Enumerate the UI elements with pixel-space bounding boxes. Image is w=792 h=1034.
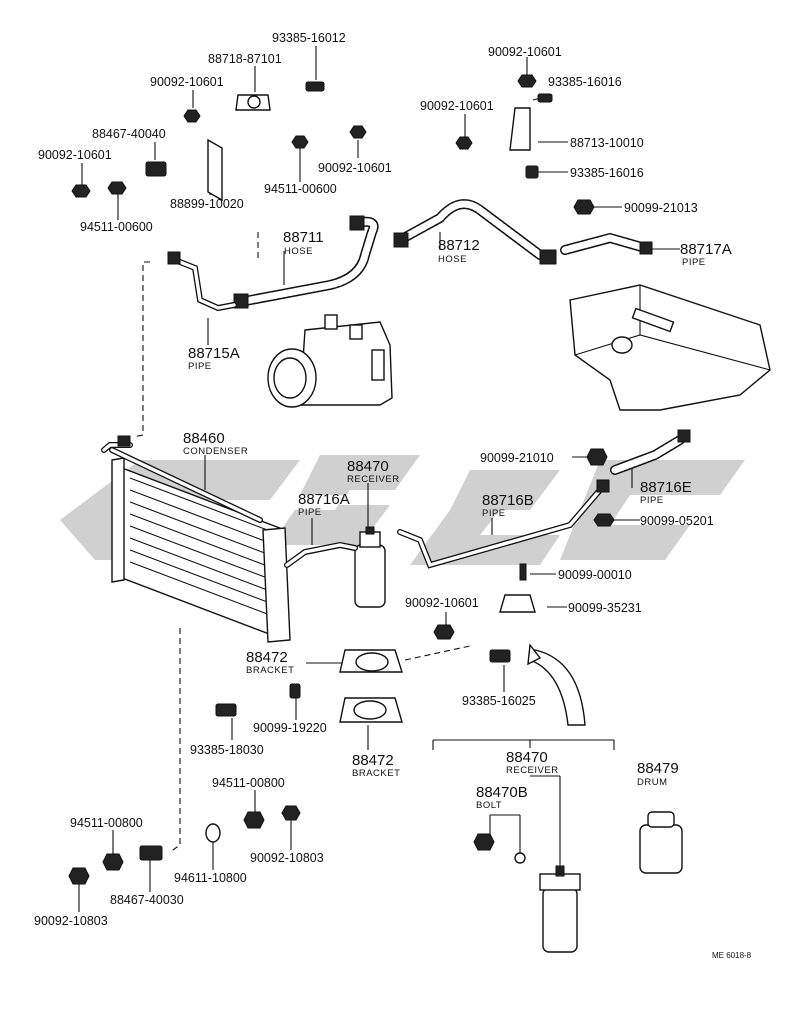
label-90092-10803: 90092-10803	[250, 851, 324, 865]
label-90099-05201: 90099-05201	[640, 514, 714, 528]
label-88713-10010: 88713-10010	[570, 136, 644, 150]
label-90099-35231: 90099-35231	[568, 601, 642, 615]
pipe-88716B	[397, 479, 610, 569]
label-88899-10020: 88899-10020	[170, 197, 244, 211]
label-88711-sub: HOSE	[284, 246, 313, 257]
drum-88479	[639, 811, 683, 874]
label-93385-16016: 93385-16016	[570, 166, 644, 180]
pipe-88716E	[610, 429, 691, 475]
label-90092-10601: 90092-10601	[405, 596, 479, 610]
label-90099-00010: 90099-00010	[558, 568, 632, 582]
label-88715A-sub: PIPE	[188, 361, 212, 372]
label-88470B: 88470B	[476, 784, 528, 801]
evaporator-unit	[569, 284, 771, 411]
label-90092-10601: 90092-10601	[318, 161, 392, 175]
label-88716A-sub: PIPE	[298, 507, 322, 518]
label-93385-18030: 93385-18030	[190, 743, 264, 757]
label-88460: 88460	[183, 430, 225, 447]
receiver-88470-top	[354, 526, 386, 608]
reference-code: ME 6018-8	[712, 951, 752, 960]
label-94511-00800: 94511-00800	[212, 776, 285, 790]
label-94511-00600: 94511-00600	[80, 220, 153, 234]
label-90099-19220: 90099-19220	[253, 721, 327, 735]
label-88716E-sub: PIPE	[640, 495, 664, 506]
hose-88711	[233, 215, 379, 309]
label-90099-21013: 90099-21013	[624, 201, 698, 215]
label-90092-10601: 90092-10601	[488, 45, 562, 59]
label-90092-10601: 90092-10601	[150, 75, 224, 89]
label-88716A: 88716A	[298, 491, 350, 508]
pipe-88715A	[167, 251, 237, 312]
label-90092-10803: 90092-10803	[34, 914, 108, 928]
dashed-connectors	[132, 230, 471, 853]
label-88715A: 88715A	[188, 345, 240, 362]
label-93385-16025: 93385-16025	[462, 694, 536, 708]
label-88716B-sub: PIPE	[482, 508, 506, 519]
label-88718-87101: 88718-87101	[208, 52, 282, 66]
label-88472: 88472	[246, 649, 288, 666]
label-88717A-sub: PIPE	[682, 257, 706, 268]
label-88716B: 88716B	[482, 492, 534, 509]
condenser-88460	[101, 435, 291, 643]
label-88470: 88470	[506, 749, 548, 766]
label-90092-10601: 90092-10601	[38, 148, 112, 162]
receiver-88470-bottom	[539, 865, 581, 953]
label-88712: 88712	[438, 237, 480, 254]
label-94611-10800: 94611-10800	[174, 871, 247, 885]
label-94511-00800: 94511-00800	[70, 816, 143, 830]
label-90092-10601: 90092-10601	[420, 99, 494, 113]
label-90099-21010: 90099-21010	[480, 451, 554, 465]
hose-88712	[393, 199, 557, 265]
label-88711: 88711	[283, 229, 324, 246]
label-88467-40030: 88467-40030	[110, 893, 184, 907]
label-88470B-sub: BOLT	[476, 800, 502, 811]
label-88717A: 88717A	[680, 241, 732, 258]
label-88716E: 88716E	[640, 479, 692, 496]
label-93385-16012: 93385-16012	[272, 31, 346, 45]
label-88712-sub: HOSE	[438, 254, 467, 265]
hardware-parts	[68, 74, 615, 885]
label-88479: 88479	[637, 760, 679, 777]
label-88460-sub: CONDENSER	[183, 446, 248, 457]
labels: 93385-16012 88718-87101 90092-10601 8846…	[34, 31, 752, 960]
pipe-88717A	[560, 232, 653, 255]
pipe-88716A	[284, 541, 358, 568]
label-88470-sub: RECEIVER	[506, 765, 559, 776]
label-88472-sub: BRACKET	[246, 665, 294, 676]
label-94511-00600: 94511-00600	[264, 182, 337, 196]
compressor	[267, 314, 393, 408]
label-88470: 88470	[347, 458, 389, 475]
label-88479-sub: DRUM	[637, 777, 668, 788]
label-88467-40040: 88467-40040	[92, 127, 166, 141]
label-88470-sub: RECEIVER	[347, 474, 400, 485]
label-93385-16016: 93385-16016	[548, 75, 622, 89]
label-88472: 88472	[352, 752, 394, 769]
curved-arrow	[527, 643, 586, 726]
label-88472-sub: BRACKET	[352, 768, 400, 779]
